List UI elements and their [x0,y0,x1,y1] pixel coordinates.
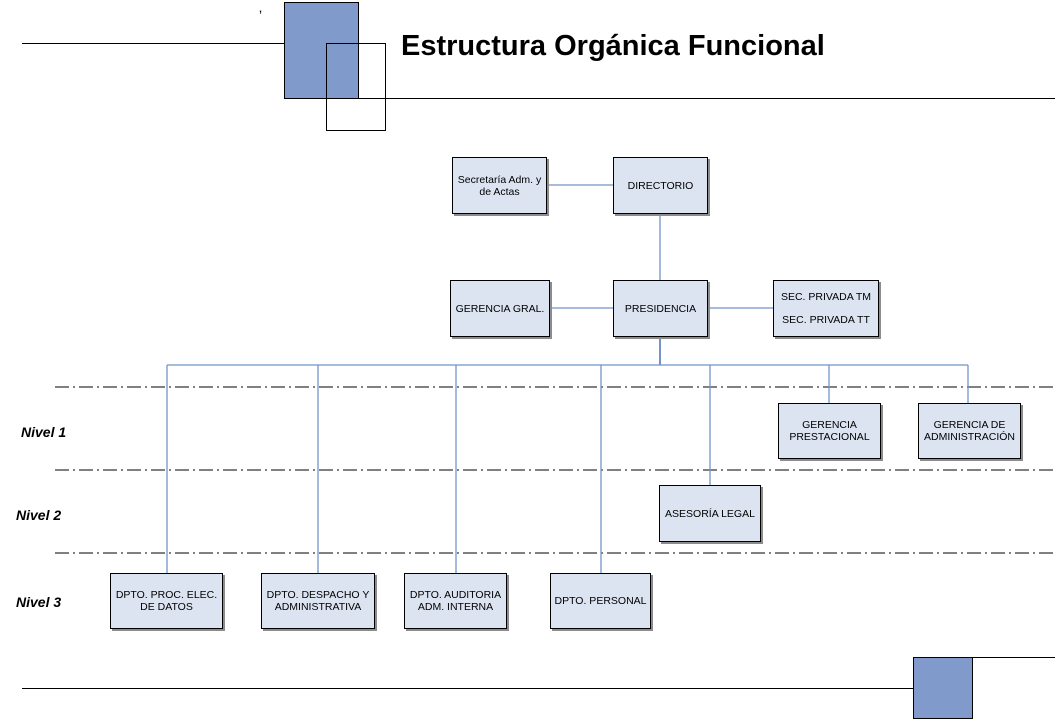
level-label-2: Nivel 2 [16,507,62,523]
box-line: GERENCIA [802,419,857,431]
level-label-1: Nivel 1 [21,424,67,440]
header-rule-right [359,98,1055,99]
box-line: DE DATOS [140,601,193,613]
box-line: ASESORÍA LEGAL [665,507,755,520]
box-dpto-personal: DPTO. PERSONAL [550,573,651,629]
box-gerencia-gral: GERENCIA GRAL. [450,280,550,337]
box-line: DPTO. AUDITORIA [409,589,502,601]
header-rule-left [22,43,386,44]
box-asesoria-legal: ASESORÍA LEGAL [659,485,761,542]
box-dpto-despacho: DPTO. DESPACHO Y ADMINISTRATIVA [261,573,375,629]
box-gerencia-administracion: GERENCIA DE ADMINISTRACIÓN [918,403,1021,459]
box-line: GERENCIA DE [933,419,1006,431]
connector-lines [166,184,969,573]
box-line: Secretaría Adm. y [457,173,542,186]
box-secretaria-adm: Secretaría Adm. y de Actas [452,157,547,214]
box-line: DIRECTORIO [627,179,694,192]
header-blue-square [284,2,359,99]
box-line: GERENCIA GRAL. [455,302,545,315]
page-title: Estructura Orgánica Funcional [401,30,825,62]
box-line: PRESIDENCIA [624,302,697,315]
footer-rule-right [973,657,1055,658]
box-gerencia-prestacional: GERENCIA PRESTACIONAL [778,403,881,459]
decor-mark: ʼ [259,8,263,24]
box-line: DPTO. DESPACHO Y [266,589,370,601]
box-presidencia: PRESIDENCIA [613,280,708,337]
level-label-3: Nivel 3 [16,594,62,610]
box-dpto-auditoria: DPTO. AUDITORIA ADM. INTERNA [404,573,507,629]
box-dpto-proc-elec: DPTO. PROC. ELEC. DE DATOS [110,573,223,629]
box-line: SEC. PRIVADA TT [782,313,870,326]
box-line: DPTO. PERSONAL [554,595,647,607]
box-line: ADMINISTRACIÓN [923,431,1015,443]
footer-blue-square [913,657,973,719]
box-line: PRESTACIONAL [789,431,870,443]
header-outline-square [326,43,386,131]
box-line: ADMINISTRATIVA [274,601,362,613]
box-directorio: DIRECTORIO [613,157,708,214]
box-line: de Actas [479,185,520,198]
box-sec-privada: SEC. PRIVADA TM SEC. PRIVADA TT [773,280,879,337]
box-line: DPTO. PROC. ELEC. [115,589,218,601]
footer-rule-left [22,688,973,689]
box-line: SEC. PRIVADA TM [780,291,872,304]
box-line: ADM. INTERNA [417,601,494,613]
level-separators [55,386,1055,554]
